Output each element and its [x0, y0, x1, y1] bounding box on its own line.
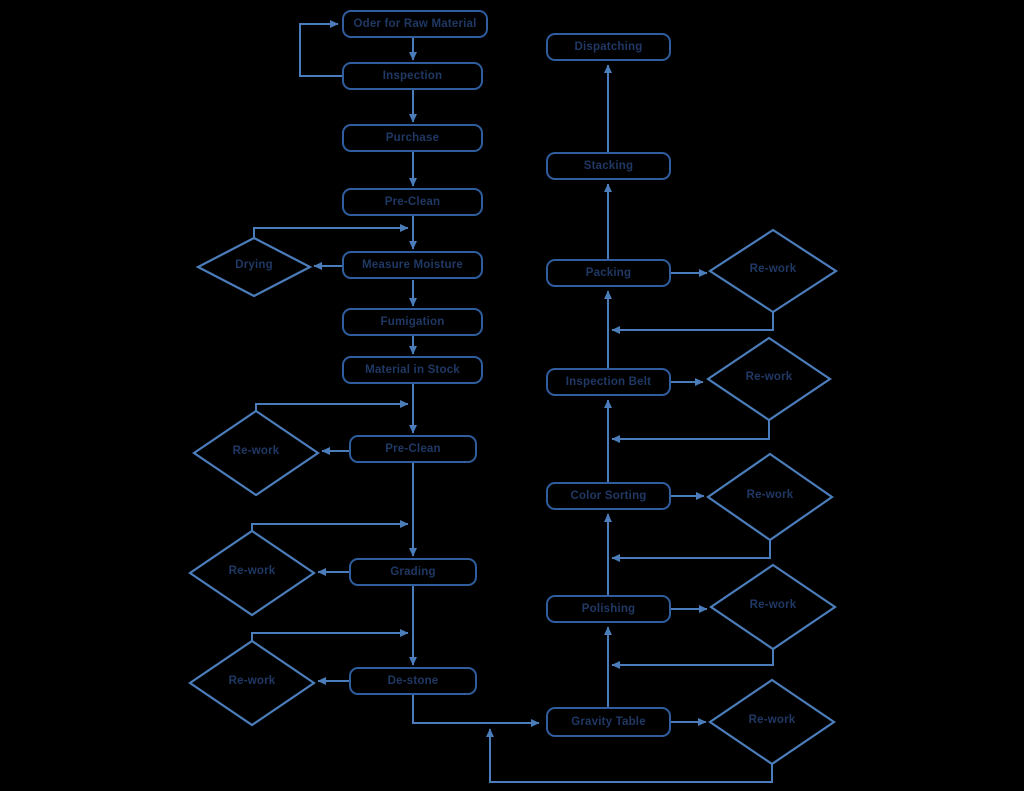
- process-box-pre-clean-1: Pre-Clean: [342, 188, 483, 216]
- flow-rework-polishing-return: [611, 649, 774, 669]
- process-box-gravity-table: Gravity Table: [546, 707, 671, 737]
- process-box-fumigation: Fumigation: [342, 308, 483, 336]
- process-box-de-stone: De-stone: [349, 667, 477, 695]
- flow-rework-grading-return: [251, 520, 409, 532]
- decision-rework-grading-shape: [188, 529, 316, 617]
- flow-destone-to-gravity: [412, 695, 540, 727]
- process-box-color-sorting: Color Sorting: [546, 482, 671, 510]
- process-box-inspection-belt: Inspection Belt: [546, 368, 671, 396]
- decision-rework-packing-shape: [707, 228, 839, 314]
- decision-rework-colorsorting-shape: [706, 452, 834, 542]
- process-box-order-raw-material: Oder for Raw Material: [342, 10, 488, 38]
- flow-inspection-reorder-loop: [299, 20, 342, 77]
- process-box-measure-moisture: Measure Moisture: [342, 251, 483, 279]
- decision-rework-gravity-shape: [708, 678, 836, 766]
- process-box-stacking: Stacking: [546, 152, 671, 180]
- process-box-pre-clean-2: Pre-Clean: [349, 435, 477, 463]
- flow-rework-destone-return: [251, 629, 409, 642]
- flow-drying-return: [253, 224, 409, 238]
- process-box-purchase: Purchase: [342, 124, 483, 152]
- flow-rework-packing-return: [611, 312, 774, 334]
- decision-rework-destone-shape: [188, 639, 316, 727]
- flow-rework-inspectionbelt-return: [611, 420, 770, 443]
- decision-rework-inspectionbelt-shape: [706, 336, 832, 422]
- process-box-material-in-stock: Material in Stock: [342, 356, 483, 384]
- decision-drying-shape: [195, 236, 313, 298]
- process-box-inspection: Inspection: [342, 62, 483, 90]
- decision-rework-polishing-shape: [709, 563, 837, 651]
- flow-rework-gravity-return: [486, 728, 773, 783]
- process-box-grading: Grading: [349, 558, 477, 586]
- flow-rework-colorsorting-return: [611, 541, 771, 562]
- process-box-packing: Packing: [546, 259, 671, 287]
- flow-rework-preclean-return: [255, 400, 409, 411]
- process-box-polishing: Polishing: [546, 595, 671, 623]
- process-box-dispatching: Dispatching: [546, 33, 671, 61]
- decision-rework-preclean-shape: [192, 409, 320, 497]
